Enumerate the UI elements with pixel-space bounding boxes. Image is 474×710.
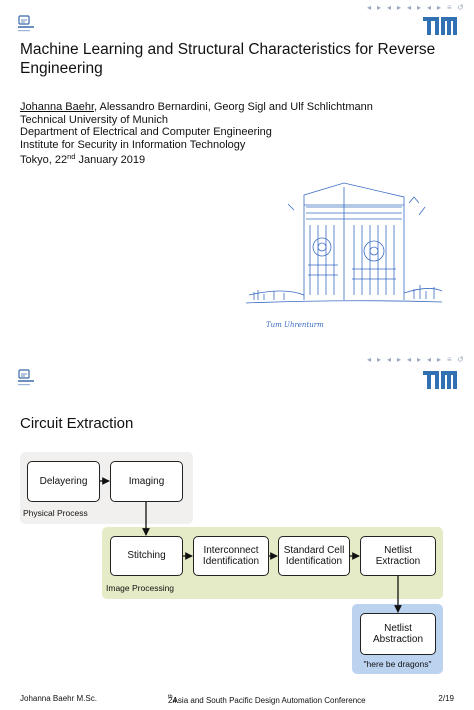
- stitching-box: Stitching: [110, 536, 183, 576]
- image-processing-label: Image Processing: [106, 583, 175, 593]
- tum-logo-icon: [423, 371, 457, 389]
- content-slide: ◂▸◂▸◂▸◂▸≡↺ Circuit Extraction Physical P…: [0, 352, 474, 682]
- presenting-author-link[interactable]: Johanna Baehr: [20, 101, 95, 113]
- nav-arrows-icon[interactable]: ◂▸◂▸◂▸◂▸≡↺: [367, 3, 464, 12]
- physical-process-label: Physical Process: [23, 508, 88, 518]
- here-be-dragons-label: "here be dragons": [363, 659, 432, 669]
- date-line: Tokyo, 22nd January 2019: [20, 152, 146, 166]
- footer-author: Johanna Baehr M.Sc.: [20, 694, 97, 703]
- imaging-box: Imaging: [110, 461, 183, 502]
- coauthors: , Alessandro Bernardini, Georg Sigl and …: [94, 101, 373, 113]
- presentation-title: Machine Learning and Structural Characte…: [20, 41, 436, 77]
- tum-logo-icon: [423, 17, 457, 35]
- delayering-box: Delayering: [27, 461, 100, 502]
- nav-arrows-icon[interactable]: ◂▸◂▸◂▸◂▸≡↺: [367, 355, 464, 364]
- affiliation-institute: Institute for Security in Information Te…: [20, 138, 246, 151]
- author-block: Johanna Baehr, Alessandro Bernardini, Ge…: [20, 101, 373, 167]
- title-slide: ◂▸◂▸◂▸◂▸≡↺ Machine Learning and Structur…: [0, 0, 474, 352]
- slide-title: Circuit Extraction: [20, 415, 134, 432]
- affiliation-university: Technical University of Munich: [20, 113, 168, 126]
- clock-tower-sketch: Tum Uhrenturm: [245, 182, 443, 329]
- institute-logo-icon: [18, 15, 34, 32]
- institute-logo-icon: [18, 369, 34, 386]
- sketch-caption: Tum Uhrenturm: [266, 321, 324, 329]
- affiliation-department: Department of Electrical and Computer En…: [20, 126, 272, 138]
- page-number: 2/19: [438, 694, 454, 703]
